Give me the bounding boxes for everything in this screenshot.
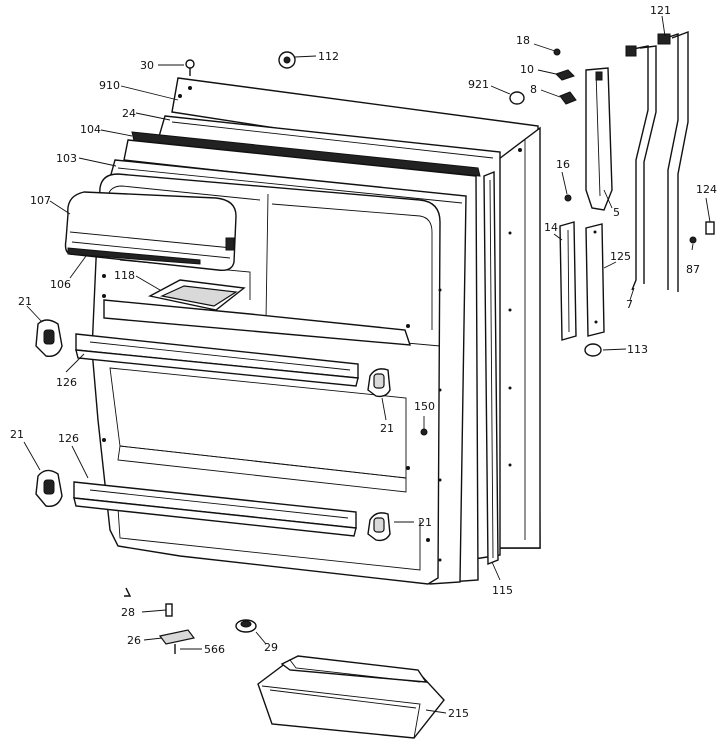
label-126-b: 126 [58,432,79,445]
shelf-rail-126-upper [75,333,359,387]
label-21-a: 21 [18,295,32,308]
trim-strip-14 [559,221,577,341]
shelf-rail-126-lower [73,481,357,537]
label-103: 103 [56,152,77,165]
label-566: 566 [204,643,225,656]
label-28: 28 [121,606,135,619]
end-cap-21-upper-left [35,319,63,357]
seal-strip-115 [483,170,499,566]
label-106: 106 [50,278,71,291]
label-126-a: 126 [56,376,77,389]
inner-door-liner [91,173,442,585]
label-215: 215 [448,707,469,720]
label-125: 125 [610,250,631,263]
plug-921 [509,91,525,105]
end-cap-21-upper-right [367,368,391,398]
dairy-door-hinge-106 [67,247,201,265]
label-30: 30 [140,59,154,72]
part-10 [555,69,575,81]
screw-30 [185,59,195,76]
leader-lines [23,15,711,714]
label-118: 118 [114,269,135,282]
label-21-c: 21 [380,422,394,435]
label-107: 107 [30,194,51,207]
label-104: 104 [80,123,101,136]
label-124: 124 [696,183,717,196]
label-10: 10 [520,63,534,76]
end-cap-21-lower-right [367,512,391,542]
part-113 [584,343,602,357]
part-29 [235,619,257,633]
label-112: 112 [318,50,339,63]
label-87: 87 [686,263,700,276]
part-8 [559,91,577,105]
label-14: 14 [544,221,558,234]
plug-112 [278,51,296,69]
label-5: 5 [613,206,620,219]
label-121: 121 [650,4,671,17]
part-28 [165,603,173,617]
screw-18 [553,48,561,56]
label-910: 910 [99,79,120,92]
label-115: 115 [492,584,513,597]
handle-121 [657,30,689,292]
clip-small [124,587,132,597]
label-8: 8 [530,83,537,96]
label-16: 16 [556,158,570,171]
end-cap-21-lower-left [35,469,63,507]
callout-labels: 30 112 910 24 104 103 107 106 118 21 126… [10,4,717,720]
label-921: 921 [468,78,489,91]
label-18: 18 [516,34,530,47]
part-124 [705,221,715,235]
label-26: 26 [127,634,141,647]
label-29: 29 [264,641,278,654]
label-150: 150 [414,400,435,413]
screw-87 [689,236,697,244]
hinge-bracket-5 [585,67,613,211]
door-bin-215 [257,655,445,739]
tray-118 [147,279,246,311]
screw-16 [564,194,572,202]
label-113: 113 [627,343,648,356]
label-21-d: 21 [418,516,432,529]
dairy-door-107 [64,191,237,272]
handle-7 [625,45,657,291]
label-21-b: 21 [10,428,24,441]
trim-strip-125 [585,223,605,337]
plate-26 [158,629,196,645]
label-24: 24 [122,107,136,120]
label-7: 7 [626,298,633,311]
